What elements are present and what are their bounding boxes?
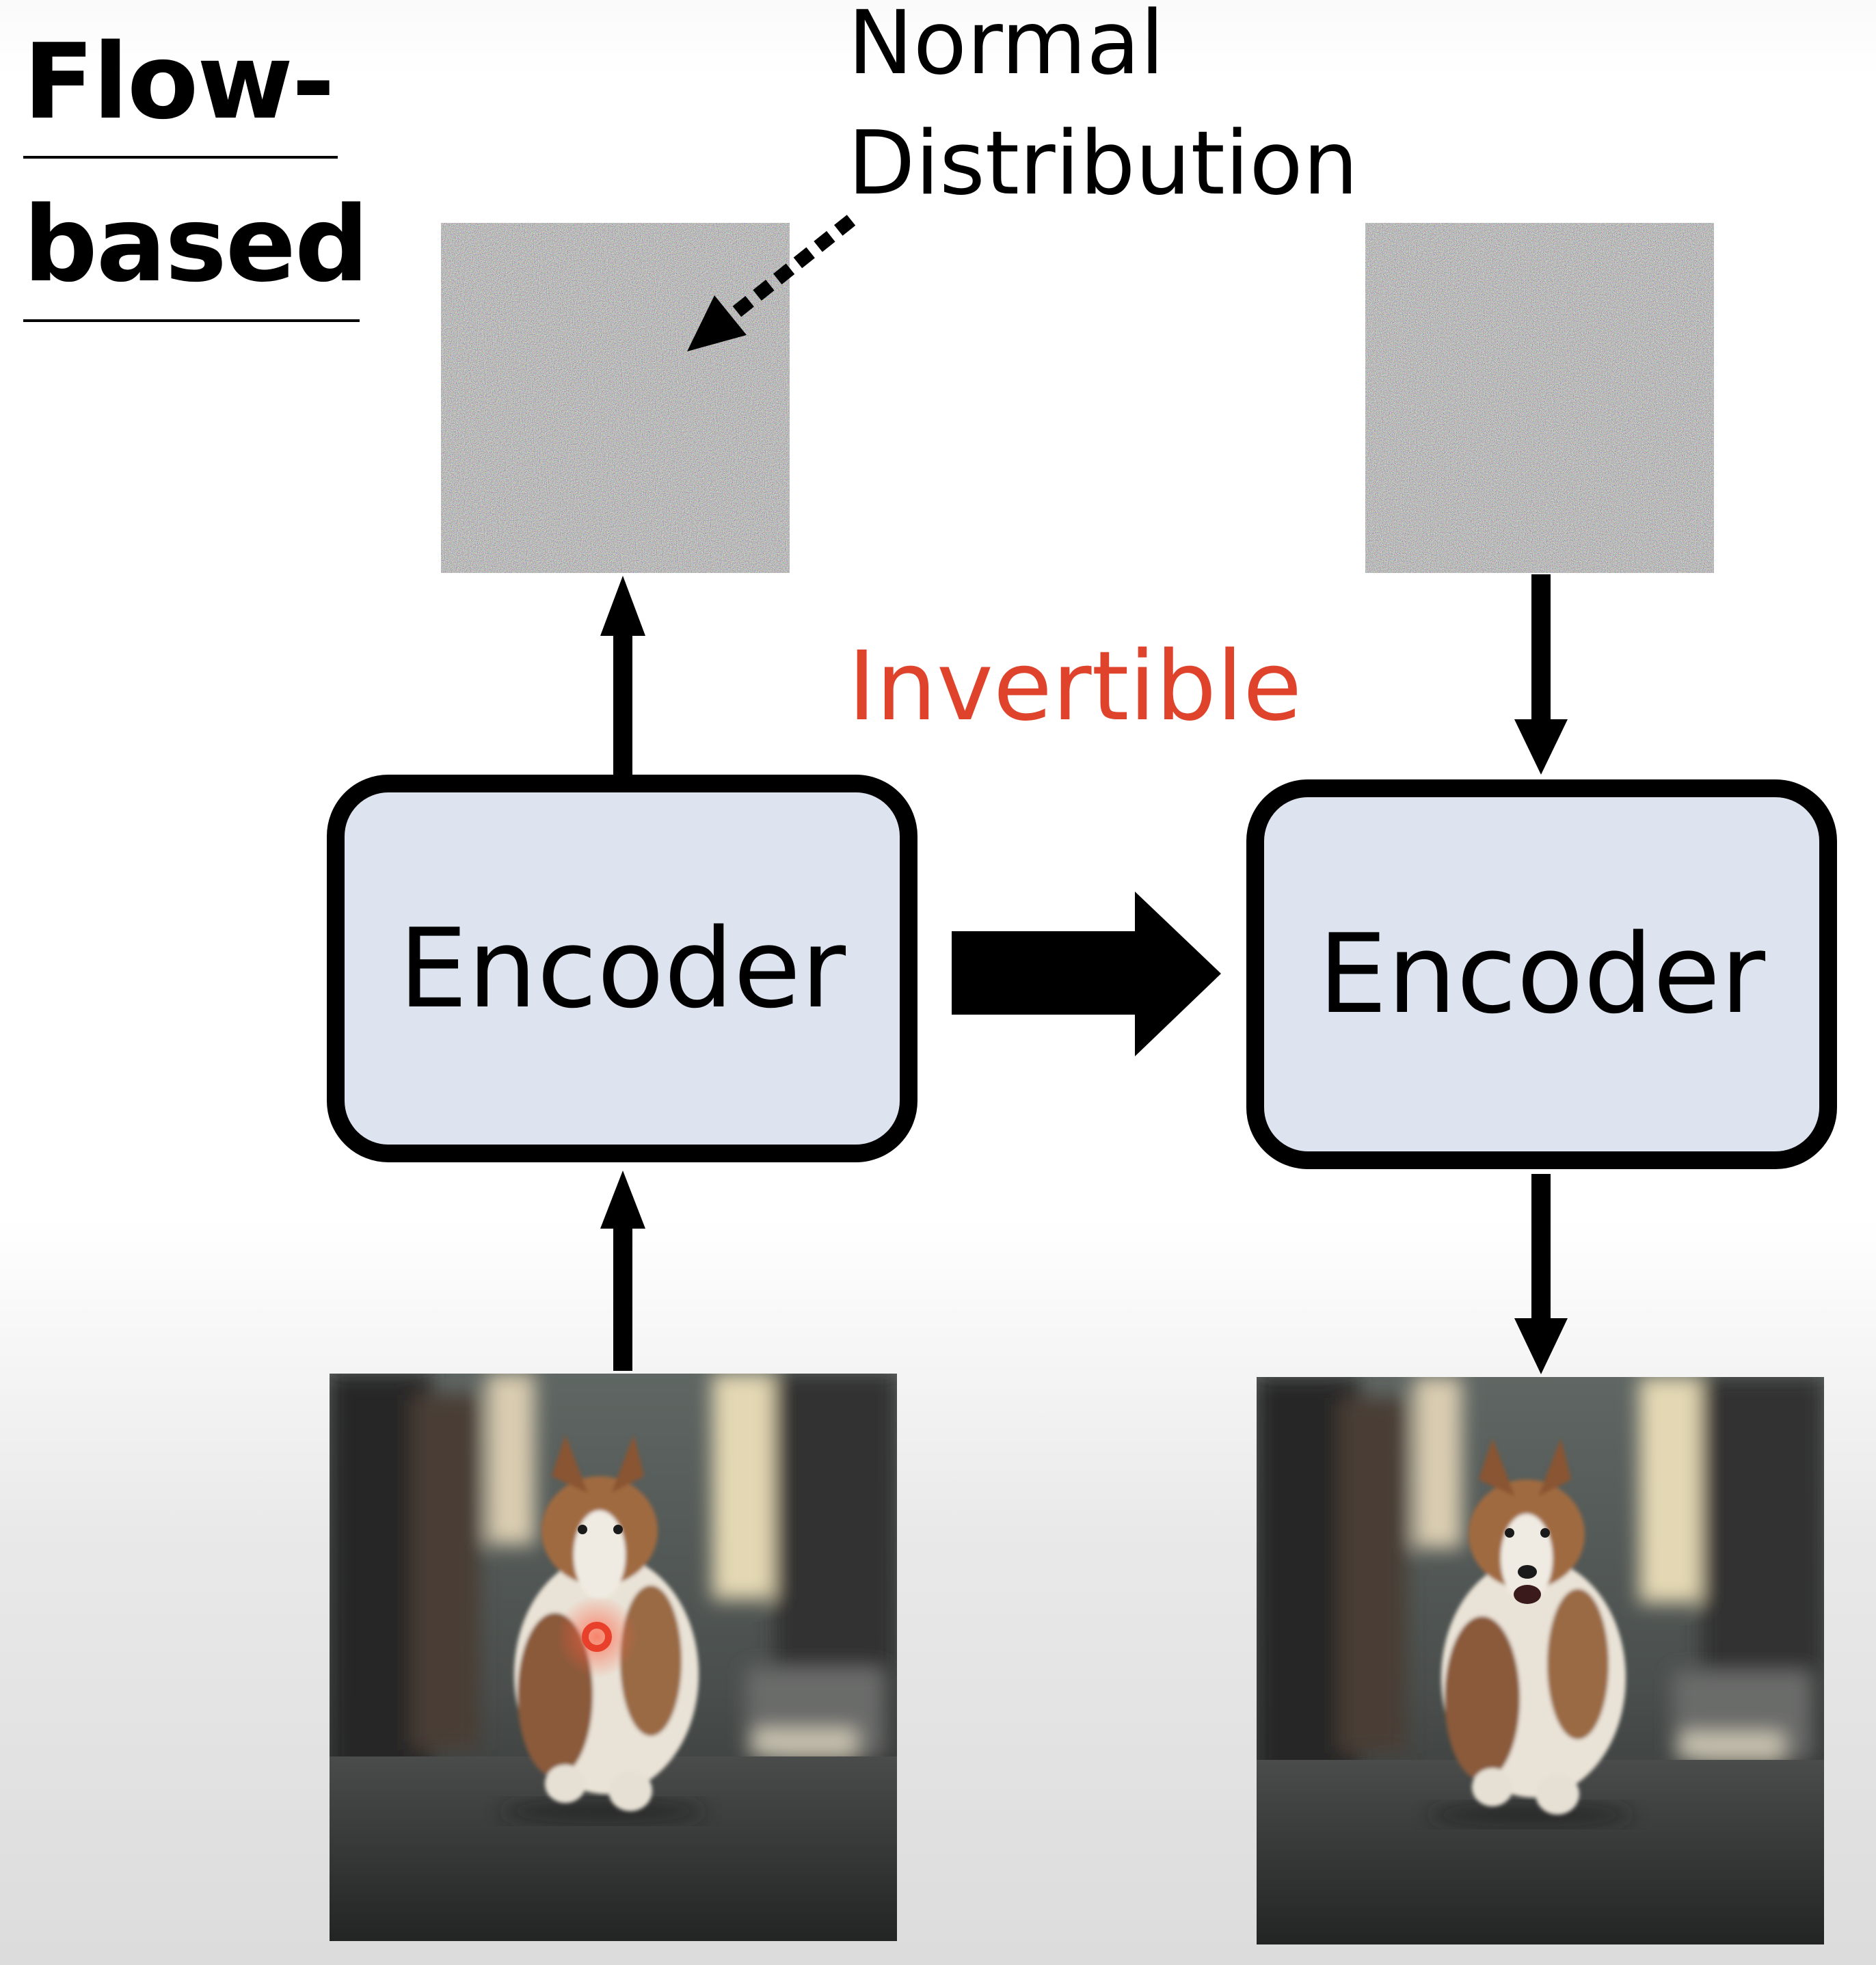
encoder-box-right: Encoder: [1246, 779, 1837, 1169]
arrow-encoder-to-photo-head: [1514, 1318, 1568, 1374]
title-line-2: based: [23, 184, 369, 305]
noise-image-left: [441, 223, 790, 573]
title-underline-1: [23, 156, 338, 159]
title-line-1: Flow-: [23, 21, 335, 142]
encoder-label-left: Encoder: [398, 904, 846, 1032]
running-dog-photo-right: [1257, 1377, 1824, 1944]
normal-distribution-label-line-2: Distribution: [848, 113, 1358, 215]
invertible-label: Invertible: [848, 631, 1302, 743]
noise-image-right: [1365, 223, 1714, 573]
arrow-encoder-to-photo: [1531, 1174, 1551, 1321]
arrow-noise-to-encoder: [1531, 574, 1551, 725]
invertible-arrow-shaft: [952, 931, 1142, 1015]
arrow-encoder-to-noise-head: [600, 576, 645, 636]
encoder-label-right: Encoder: [1317, 910, 1766, 1038]
arrow-encoder-to-noise: [613, 634, 632, 775]
arrow-photo-to-encoder-head: [600, 1171, 645, 1229]
annotation-arrow-head: [687, 295, 747, 351]
dog-photo-output: [1257, 1377, 1824, 1944]
annotation-dotted-arrow: [730, 215, 856, 319]
arrow-photo-to-encoder: [613, 1227, 632, 1371]
normal-distribution-label-line-1: Normal: [848, 0, 1165, 94]
encoder-box-left: Encoder: [327, 775, 917, 1162]
title-underline-2: [23, 319, 360, 322]
arrow-noise-to-encoder-head: [1514, 719, 1568, 775]
dog-photo-input: [330, 1374, 897, 1941]
circle-marker-icon: [582, 1622, 612, 1652]
noise-texture-right: [1365, 223, 1714, 573]
running-dog-photo-left: [330, 1374, 897, 1941]
noise-texture-left: [441, 223, 790, 573]
invertible-arrow-head: [1135, 892, 1221, 1056]
